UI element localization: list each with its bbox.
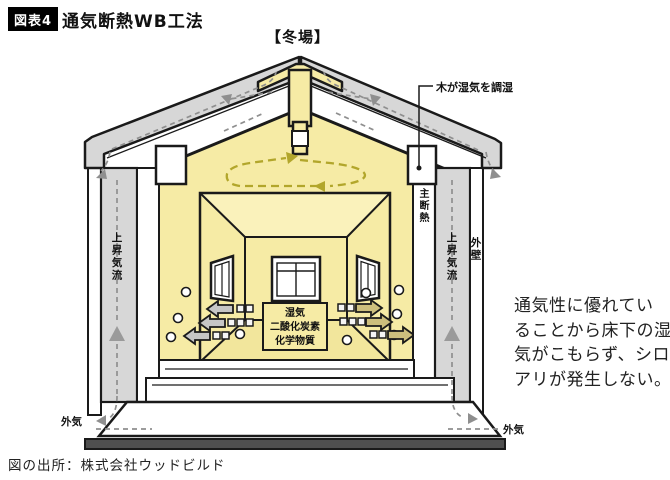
ground-strip — [84, 438, 506, 450]
ridge-vent — [256, 62, 344, 156]
roof — [83, 55, 503, 170]
main-insulation-label: 主断熱 — [417, 188, 428, 224]
substance-chemicals: 化学物質 — [275, 336, 315, 347]
season-label: 【冬場】 — [266, 28, 331, 46]
attic-loop — [225, 152, 367, 192]
foundation — [96, 359, 503, 438]
roof-note-leader — [416, 85, 433, 171]
substance-moisture: 湿気 — [285, 308, 305, 319]
right-flow-arrows — [337, 298, 416, 345]
figure-title: 通気断熱WB工法 — [62, 12, 204, 32]
back-window — [270, 255, 322, 303]
caption-line: 気がこもらず、シロ — [514, 345, 670, 365]
air-paths-gray — [96, 71, 500, 430]
outside-air-label-left: 外気 — [61, 416, 82, 428]
vent-opening — [291, 130, 309, 147]
left-top-post — [154, 144, 188, 186]
substance-co2: 二酸化炭素 — [270, 322, 320, 333]
room-ceiling — [200, 193, 390, 237]
updraft-label-left: 上昇気流 — [110, 232, 123, 282]
figure-number-badge: 図表4 — [8, 7, 59, 31]
caption-line: アリが発生しない。 — [514, 369, 670, 390]
caption-line: 通気性に優れてい — [514, 296, 654, 316]
outside-air-label-right: 外気 — [503, 424, 524, 436]
right-top-post — [406, 144, 438, 186]
caption-text: 通気性に優れてい ることから床下の湿 気がこもらず、シロ アリが発生しない。 — [514, 294, 670, 392]
left-window — [209, 254, 235, 303]
substances-box — [262, 302, 328, 351]
left-flow-arrows — [182, 299, 254, 346]
caption-line: ることから床下の湿 — [514, 320, 670, 341]
outer-wall-label: 外壁 — [469, 237, 482, 262]
air-path-arrowheads — [96, 94, 501, 426]
source-credit: 図の出所：株式会社ウッドビルド — [8, 458, 226, 474]
updraft-label-right: 上昇気流 — [445, 232, 458, 282]
substances-text: 湿気 二酸化炭素 化学物質 — [264, 307, 326, 349]
left-wall — [87, 144, 188, 416]
roof-note-label: 木が湿気を調湿 — [436, 81, 513, 94]
